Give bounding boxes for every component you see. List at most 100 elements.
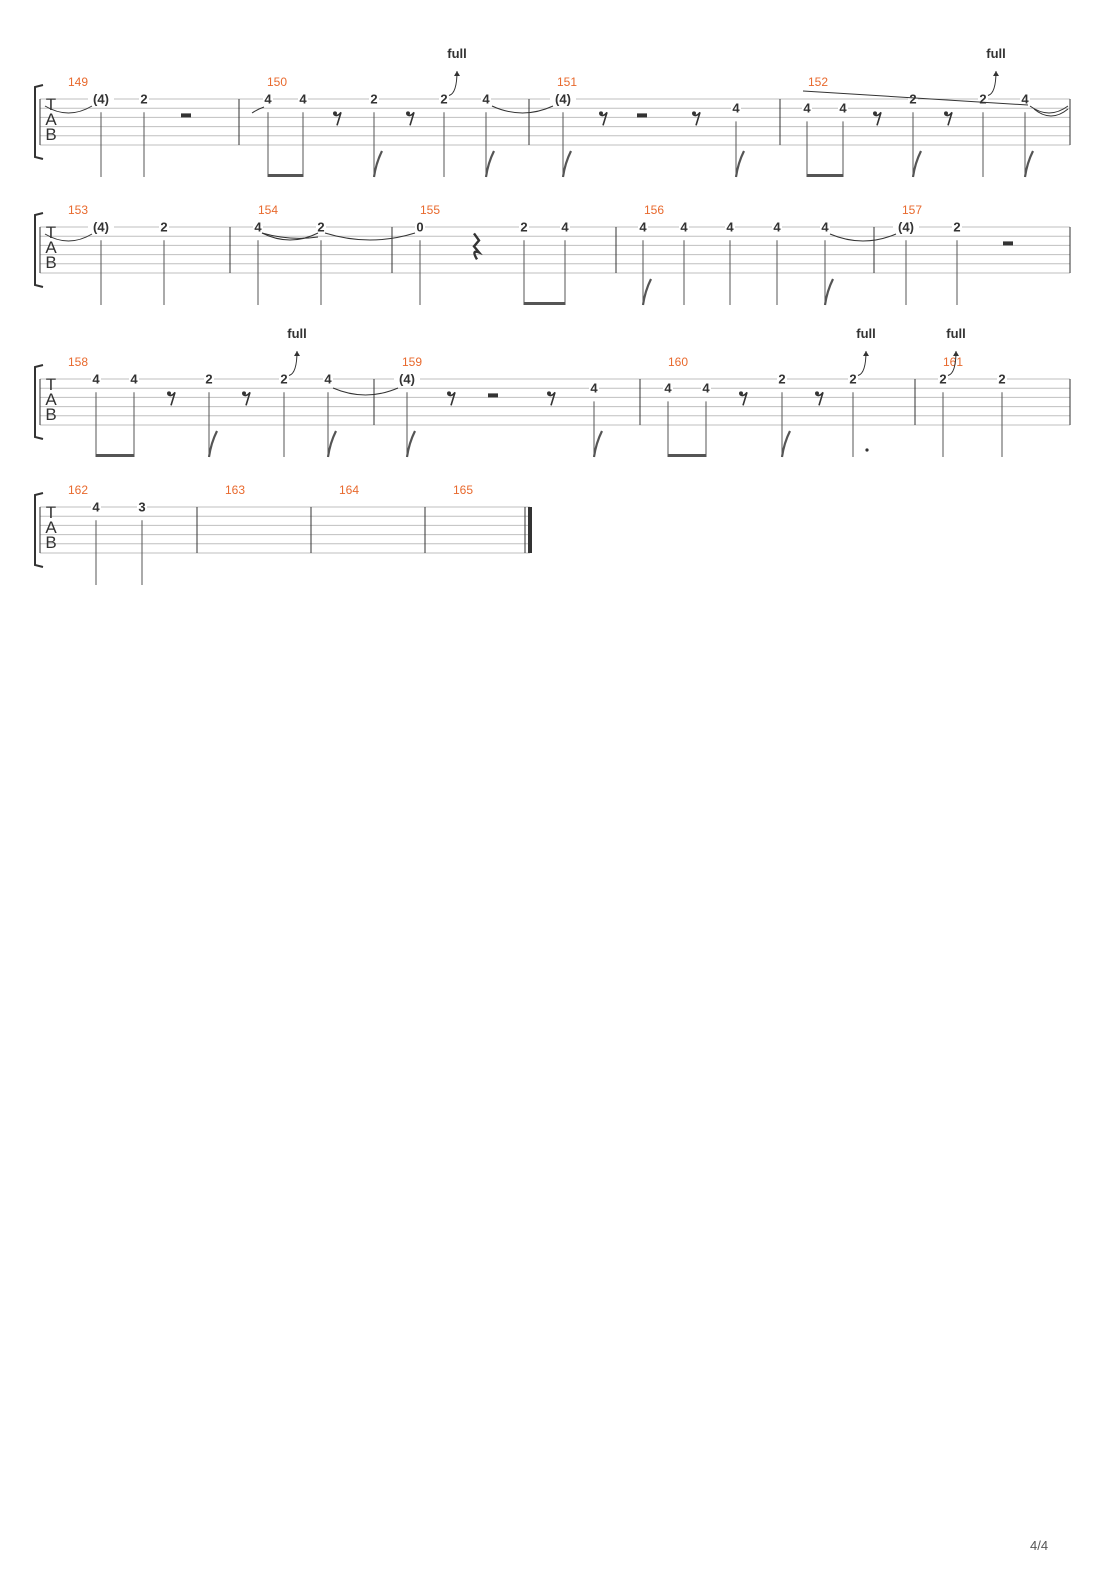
system-bracket — [34, 84, 44, 160]
measure: 151(4)4 — [550, 75, 745, 178]
tab-clef-letter: T — [46, 223, 56, 242]
fret-knockout — [997, 374, 1007, 386]
fret-number: 4 — [773, 220, 781, 235]
eighth-rest-dot — [873, 111, 877, 116]
fret-knockout — [802, 103, 812, 115]
note-flag — [405, 430, 416, 458]
note-flag — [207, 430, 218, 458]
fret-number: 4 — [664, 381, 672, 396]
bend-label: full — [856, 326, 876, 341]
quarter-rest — [472, 232, 483, 261]
fret-knockout — [253, 222, 263, 234]
tie-arc — [251, 106, 265, 114]
fret-knockout — [519, 222, 529, 234]
fret-knockout — [129, 374, 139, 386]
fret-knockout — [88, 222, 114, 234]
tab-clef-letter: T — [46, 375, 56, 394]
measure-number: 160 — [668, 355, 688, 369]
fret-number: 4 — [803, 101, 811, 116]
tie-arc — [1029, 105, 1069, 114]
half-rest — [1003, 241, 1013, 246]
fret-number: 4 — [702, 381, 710, 396]
measure-number: 165 — [453, 483, 473, 497]
fret-number: 4 — [92, 500, 100, 515]
fret-number: (4) — [898, 220, 914, 235]
fret-knockout — [701, 383, 711, 395]
fret-knockout — [731, 103, 741, 115]
measure-number: 163 — [225, 483, 245, 497]
tab-clef-letter: B — [45, 533, 56, 552]
fret-knockout — [139, 94, 149, 106]
fret-number: 0 — [416, 220, 423, 235]
slide-curve — [261, 232, 319, 239]
tab-clef-letter: B — [45, 125, 56, 144]
fret-number: 4 — [254, 220, 262, 235]
note-beam — [668, 454, 706, 457]
fret-knockout — [263, 94, 273, 106]
fret-knockout — [439, 94, 449, 106]
fret-knockout — [369, 94, 379, 106]
fret-knockout — [820, 222, 830, 234]
bend-arrowhead — [863, 351, 869, 356]
eighth-rest-dot — [739, 391, 743, 396]
fret-knockout — [848, 374, 858, 386]
tie-arc — [44, 233, 93, 242]
measure-number: 154 — [258, 203, 278, 217]
fret-knockout — [88, 94, 114, 106]
fret-knockout — [938, 374, 948, 386]
slide-line — [802, 90, 1029, 106]
tab-clef-letter: T — [46, 95, 56, 114]
note-flag — [1023, 150, 1034, 178]
measure: 149(4)2 — [68, 75, 191, 177]
measure-number: 158 — [68, 355, 88, 369]
eighth-rest-dot — [815, 391, 819, 396]
tab-clef-letter: A — [45, 110, 57, 129]
fret-number: 4 — [92, 372, 100, 387]
fret-number: 2 — [909, 92, 916, 107]
fret-knockout — [91, 374, 101, 386]
measure: 153(4)2 — [68, 203, 169, 305]
note-beam — [807, 174, 843, 177]
note-flag — [484, 150, 495, 178]
measure-number: 156 — [644, 203, 664, 217]
fret-knockout — [838, 103, 848, 115]
fret-knockout — [316, 222, 326, 234]
fret-number: 4 — [839, 101, 847, 116]
note-flag — [780, 430, 791, 458]
tab-clef-letter: B — [45, 253, 56, 272]
fret-number: 4 — [639, 220, 647, 235]
bend-arrowhead — [993, 71, 999, 76]
bend-arrowhead — [454, 71, 460, 76]
eighth-rest-dot — [242, 391, 246, 396]
measure-number: 161 — [943, 355, 963, 369]
half-rest — [181, 113, 191, 118]
tie-arc — [261, 232, 319, 241]
tie-arc — [829, 233, 897, 242]
bend-label: full — [946, 326, 966, 341]
note-flag — [592, 430, 603, 458]
note-beam — [96, 454, 134, 457]
measure: 165 — [453, 483, 473, 497]
fret-number: 4 — [299, 92, 307, 107]
system-bracket — [34, 492, 44, 568]
fret-number: (4) — [93, 220, 109, 235]
tie-arc — [1033, 108, 1069, 117]
fret-knockout — [777, 374, 787, 386]
fret-knockout — [550, 94, 576, 106]
tab-clef-letter: T — [46, 503, 56, 522]
measure-number: 155 — [420, 203, 440, 217]
fret-number: (4) — [555, 92, 571, 107]
fret-knockout — [204, 374, 214, 386]
fret-knockout — [978, 94, 988, 106]
note-flag — [823, 278, 834, 306]
fret-number: 2 — [160, 220, 167, 235]
fret-knockout — [279, 374, 289, 386]
bend-arrowhead — [953, 351, 959, 356]
